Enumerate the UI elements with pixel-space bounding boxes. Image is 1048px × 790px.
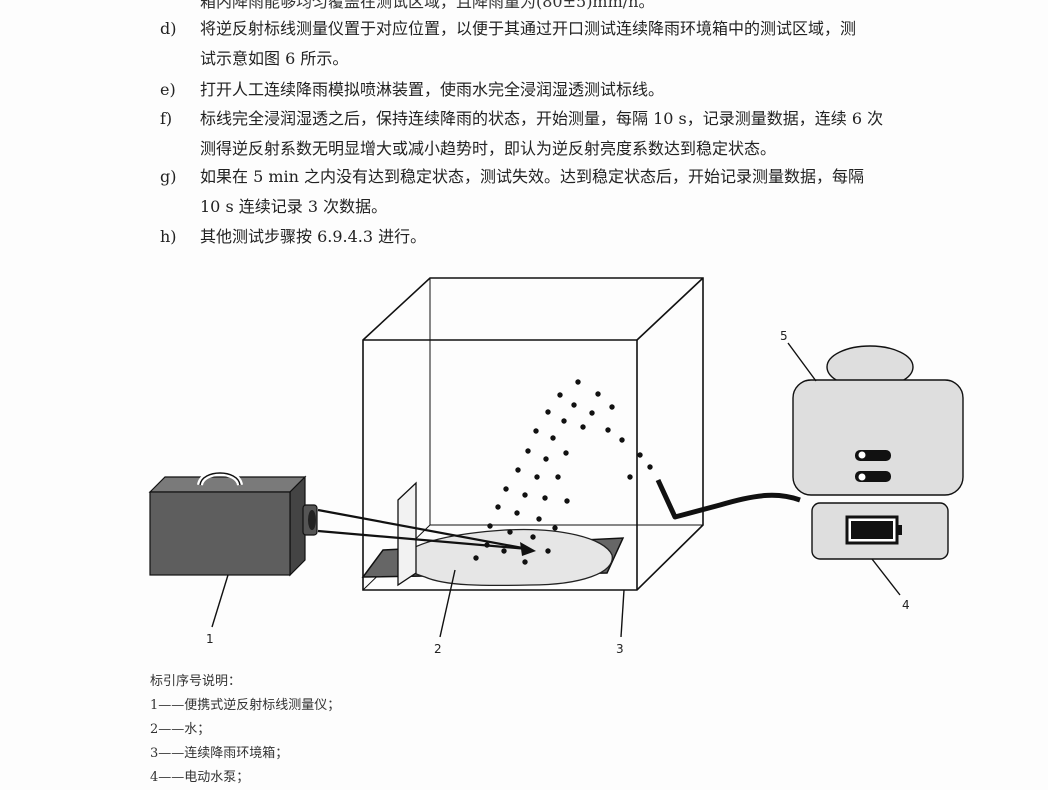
ray-arrowhead: [520, 542, 536, 556]
step-line: 打开人工连续降雨模拟喷淋装置，使雨水完全浸润湿透测试标线。: [200, 80, 665, 99]
step-e: e) 打开人工连续降雨模拟喷淋装置，使雨水完全浸润湿透测试标线。: [160, 75, 1000, 105]
step-label: f): [160, 109, 173, 128]
test-setup-figure: 1 2 3 4 5: [148, 277, 964, 656]
callout-3: 3: [616, 642, 624, 656]
callout-4: 4: [902, 598, 910, 612]
callout-5: 5: [780, 329, 788, 343]
legend-item: 1——便携式逆反射标线测量仪；: [150, 698, 341, 713]
leader-lines: [211, 342, 901, 638]
water-hose: [655, 478, 801, 520]
partition-plate: [397, 481, 417, 587]
step-label: d): [160, 19, 177, 38]
rain-drops: [473, 379, 653, 565]
step-line: 其他测试步骤按 6.9.4.3 进行。: [200, 227, 427, 246]
cut-off-top-line: 箱内降雨能够均匀覆盖在测试区域，且降雨量为(80±5)mm/h。: [200, 0, 655, 11]
step-line: 10 s 连续记录 3 次数据。: [200, 197, 388, 216]
callout-2: 2: [434, 642, 442, 656]
step-label: e): [160, 80, 176, 99]
water-puddle: [399, 528, 613, 587]
step-h: h) 其他测试步骤按 6.9.4.3 进行。: [160, 222, 1000, 252]
step-line: 标线完全浸润湿透之后，保持连续降雨的状态，开始测量，每隔 10 s，记录测量数据…: [200, 109, 884, 128]
light-rays: [317, 508, 529, 551]
legend-heading: 标引序号说明：: [150, 674, 242, 689]
retroreflectometer: [148, 470, 318, 577]
step-label: h): [160, 227, 177, 246]
step-d: d) 将逆反射标线测量仪置于对应位置，以便于其通过开口测试连续降雨环境箱中的测试…: [160, 14, 1000, 74]
rain-chamber-box: [362, 277, 704, 591]
legend-item: 2——水；: [150, 722, 211, 737]
step-line: 试示意如图 6 所示。: [200, 49, 349, 68]
electric-pump-unit: [792, 345, 964, 560]
callout-1: 1: [206, 632, 214, 646]
step-label: g): [160, 167, 177, 186]
legend-item: 4——电动水泵；: [150, 770, 250, 785]
figure-legend: 标引序号说明： 1——便携式逆反射标线测量仪； 2——水； 3——连续降雨环境箱…: [150, 670, 340, 790]
step-line: 测得逆反射系数无明显增大或减小趋势时，即认为逆反射亮度系数达到稳定状态。: [200, 139, 777, 158]
step-line: 将逆反射标线测量仪置于对应位置，以便于其通过开口测试连续降雨环境箱中的测试区域，…: [200, 19, 857, 38]
step-f: f) 标线完全浸润湿透之后，保持连续降雨的状态，开始测量，每隔 10 s，记录测…: [160, 104, 1000, 164]
step-line: 如果在 5 min 之内没有达到稳定状态，测试失效。达到稳定状态后，开始记录测量…: [200, 167, 865, 186]
step-g: g) 如果在 5 min 之内没有达到稳定状态，测试失效。达到稳定状态后，开始记…: [160, 162, 1000, 222]
legend-item: 3——连续降雨环境箱；: [150, 746, 289, 761]
